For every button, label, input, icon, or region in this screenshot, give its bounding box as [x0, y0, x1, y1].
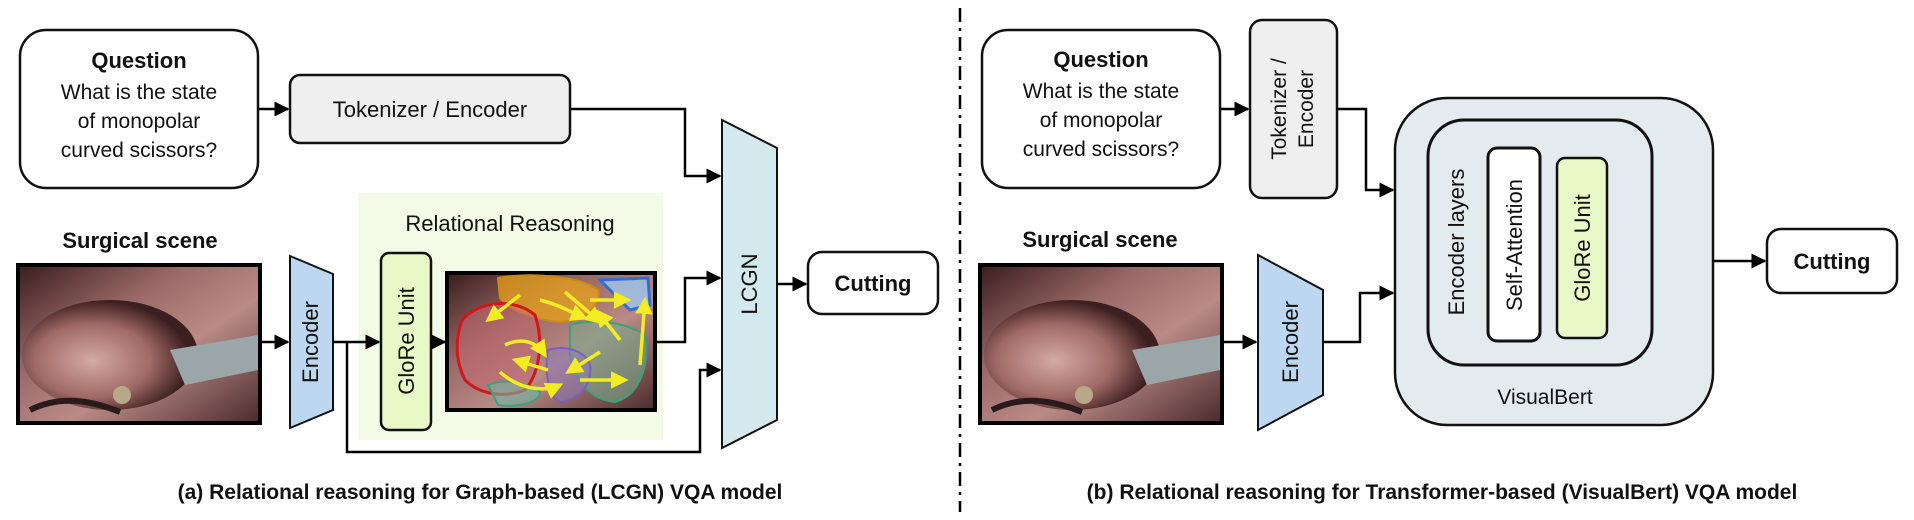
tokenizer-label-a: Tokenizer / Encoder	[333, 97, 527, 122]
output-label-b: Cutting	[1794, 249, 1871, 274]
question-box-a: Question What is the state of monopolar …	[18, 28, 260, 190]
lcgn-label: LCGN	[737, 253, 762, 314]
connectors-b	[1220, 101, 1767, 350]
encoder-a: Encoder	[289, 254, 334, 430]
lcgn-block: LCGN	[721, 118, 778, 450]
tokenizer-box-a: Tokenizer / Encoder	[288, 73, 572, 145]
tokenizer-line-2-b: Encoder	[1295, 70, 1318, 148]
visualbert-block: Encoder layers Self-Attention GloRe Unit…	[1393, 96, 1715, 427]
panel-b: Question What is the state of monopolar …	[978, 18, 1899, 504]
output-label-a: Cutting	[835, 271, 912, 296]
encoder-layers-label: Encoder layers	[1444, 169, 1469, 316]
output-box-b: Cutting	[1765, 227, 1899, 295]
question-line-1-a: What is the state	[61, 81, 217, 104]
scene-title-b: Surgical scene	[1022, 227, 1177, 252]
relation-arrows	[485, 290, 653, 399]
caption-a: (a) Relational reasoning for Graph-based…	[178, 481, 783, 504]
self-attention-label: Self-Attention	[1502, 179, 1527, 311]
connectors-a	[258, 101, 808, 454]
self-attention-block	[1486, 146, 1542, 343]
question-line-2-b: of monopolar	[1040, 109, 1163, 132]
visualbert-label: VisualBert	[1497, 386, 1592, 409]
glore-label-b: GloRe Unit	[1570, 194, 1595, 302]
relational-reasoning-region: Relational Reasoning GloRe Unit	[358, 193, 663, 440]
question-line-1-b: What is the state	[1023, 80, 1179, 103]
question-line-3-b: curved scissors?	[1023, 138, 1179, 161]
relational-title: Relational Reasoning	[405, 211, 614, 236]
question-box-b: Question What is the state of monopolar …	[980, 28, 1222, 190]
question-line-3-a: curved scissors?	[61, 139, 217, 162]
question-line-2-a: of monopolar	[78, 110, 201, 133]
surgical-scene-image-a	[16, 263, 262, 425]
encoder-label-b: Encoder	[1278, 301, 1303, 383]
segmented-scene-image	[445, 271, 657, 412]
tokenizer-box-b: Tokenizer / Encoder	[1248, 18, 1339, 200]
question-title-b: Question	[1053, 47, 1148, 72]
encoder-b: Encoder	[1257, 253, 1324, 432]
glore-unit-b	[1555, 156, 1609, 340]
caption-b: (b) Relational reasoning for Transformer…	[1087, 481, 1798, 504]
output-box-a: Cutting	[806, 250, 940, 316]
tokenizer-line-1-b: Tokenizer /	[1268, 58, 1291, 160]
surgical-scene-image-b	[978, 263, 1224, 425]
panel-a: Question What is the state of monopolar …	[16, 28, 940, 504]
encoder-label-a: Encoder	[298, 301, 323, 383]
glore-label-a: GloRe Unit	[394, 287, 419, 395]
question-title-a: Question	[91, 48, 186, 73]
scene-title-a: Surgical scene	[62, 228, 217, 253]
